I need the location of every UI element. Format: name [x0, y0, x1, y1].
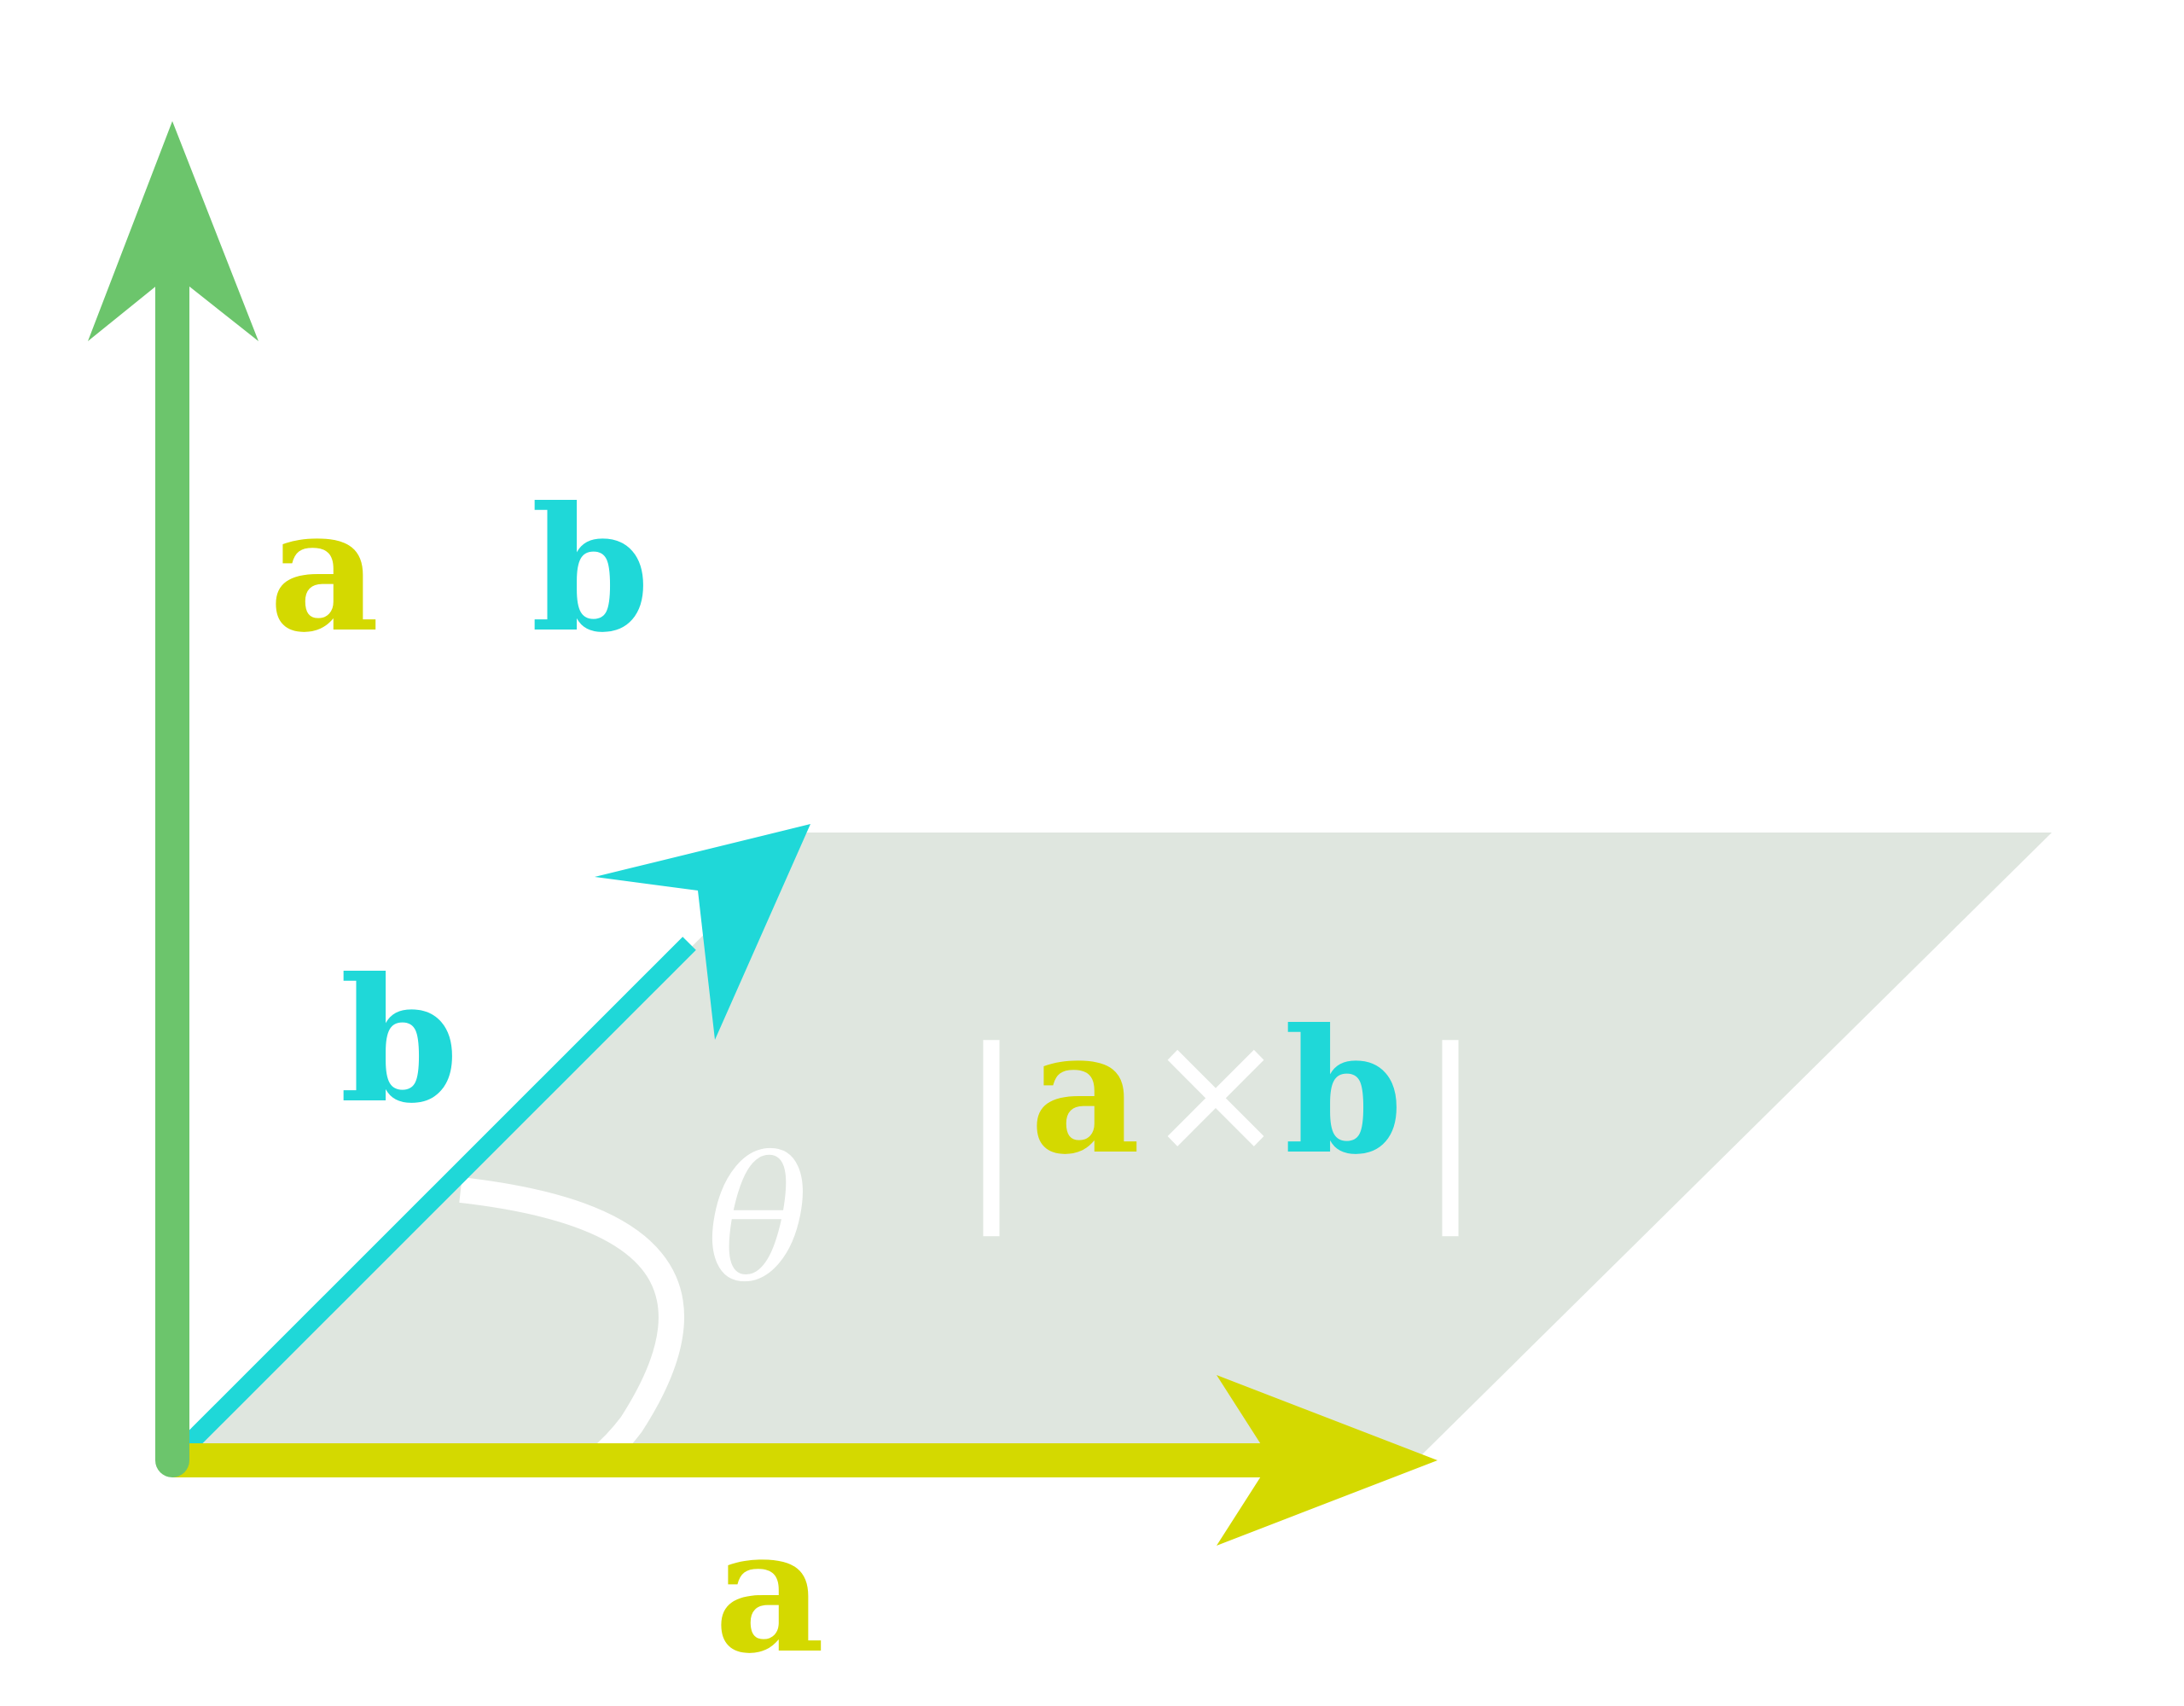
formula-times: × — [1144, 994, 1287, 1192]
area-formula: | a × b | — [958, 992, 1484, 1237]
vector-b-label: b — [340, 941, 459, 1141]
cross-label-b: b — [531, 470, 650, 670]
vector-a-label: a — [714, 1491, 825, 1691]
formula-bar-left: | — [958, 1009, 1025, 1237]
parallelogram-area — [172, 833, 2052, 1460]
vector-b-shaft — [166, 937, 696, 1467]
cross-product-arrow — [88, 121, 258, 1477]
theta-arc — [459, 1177, 684, 1471]
vector-b-arrow — [166, 824, 810, 1467]
formula-b: b — [1284, 992, 1403, 1192]
vector-a-arrowhead — [1217, 1375, 1438, 1546]
vector-b-arrowhead — [595, 824, 810, 1040]
cross-product-arrowhead — [88, 121, 258, 341]
formula-bar-right: | — [1417, 1009, 1484, 1237]
theta-label: θ — [706, 1122, 809, 1320]
cross-label-a: a — [269, 470, 380, 670]
vector-a-arrow — [172, 1375, 1438, 1546]
formula-a: a — [1030, 992, 1141, 1192]
